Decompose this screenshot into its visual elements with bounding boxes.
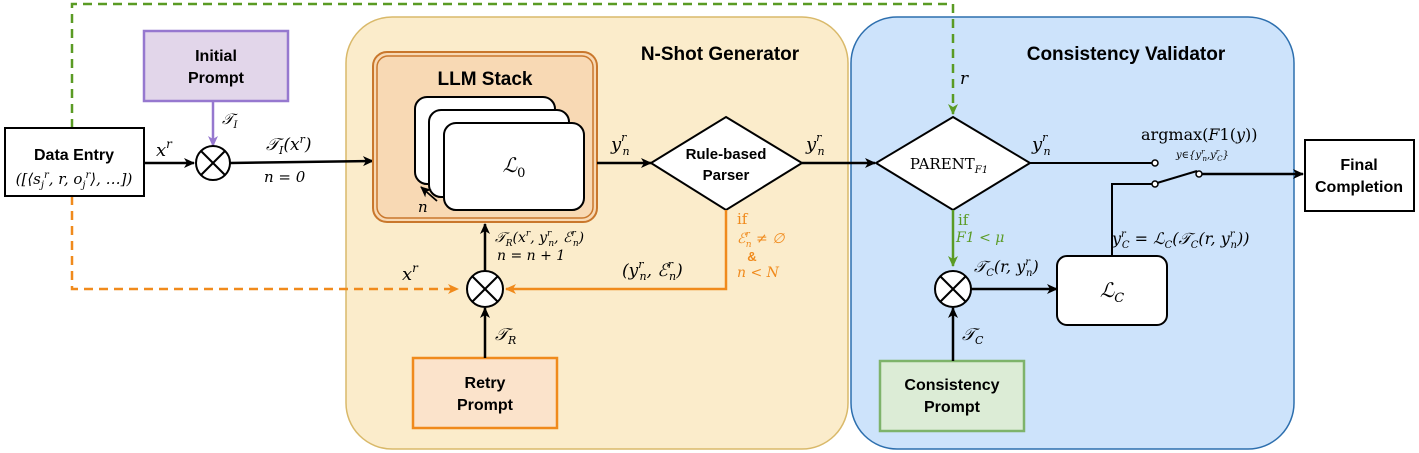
label-ti-of-x: 𝒯I(xr) [266, 133, 312, 157]
data-entry-to-parent-dashed-edge [70, 2, 958, 128]
label-amp: & [747, 249, 756, 264]
lc-to-switch-edge [1111, 183, 1152, 256]
llm-stack-inner-border [376, 55, 594, 219]
initial-prompt-line1: Initial [195, 48, 237, 65]
consistency-prompt-line2: Prompt [924, 399, 981, 416]
retry-prompt-node [411, 356, 559, 430]
retry-prompt-line2: Prompt [457, 397, 514, 414]
consistency-prompt-node [878, 359, 1026, 433]
label-if-green: if [958, 211, 970, 229]
llm-stack-title: LLM Stack [437, 69, 532, 90]
final-completion-node [1304, 139, 1415, 212]
label-cond-n: n < N [737, 265, 780, 281]
combine-operator-retry [466, 270, 504, 308]
consistency-validator-title: Consistency Validator [1027, 44, 1226, 65]
parser-retry-edge [505, 210, 728, 294]
switch-terminal-out [1195, 170, 1203, 178]
combine-operator-initial [195, 145, 231, 181]
final-completion-line2: Completion [1315, 179, 1403, 196]
switch-terminal-top [1151, 159, 1159, 167]
label-argmax: argmax(F1(y)) [1141, 125, 1257, 144]
data-entry-formula: ([⟨sjr, r, ojr⟩, …]) [16, 170, 133, 191]
label-n-zero: n = 0 [264, 168, 306, 186]
switch-terminal-bottom [1151, 180, 1159, 188]
data-entry-node [4, 127, 145, 197]
llm-loop-arrow [420, 186, 438, 202]
parser-line1: Rule-based [686, 146, 767, 163]
combine-operator-consistency [934, 270, 972, 308]
n-shot-generator-title: N-Shot Generator [641, 44, 800, 65]
final-completion-line1: Final [1340, 157, 1377, 174]
parser-line2: Parser [703, 167, 750, 184]
parent-label: PARENTF1 [910, 155, 988, 176]
label-cond-f1: F1 < μ [955, 230, 1004, 246]
label-n-inc: n = n + 1 [497, 248, 565, 264]
switch-blade [1156, 170, 1198, 184]
retry-prompt-line1: Retry [465, 375, 506, 392]
initial-prompt-line2: Prompt [188, 70, 245, 87]
label-if-orange: if [737, 210, 749, 228]
label-xr-1: xr [156, 137, 173, 161]
consistency-prompt-line1: Consistency [904, 377, 999, 394]
label-r: r [960, 69, 969, 89]
combine-to-llm-edge [229, 156, 374, 167]
data-entry-to-retry-dashed-edge [70, 196, 459, 294]
initial-prompt-node [142, 29, 290, 103]
llm-loop-label: n [418, 198, 428, 216]
llm-card-front [443, 122, 585, 211]
data-entry-title: Data Entry [34, 147, 114, 164]
label-ti: 𝒯I [222, 110, 239, 131]
